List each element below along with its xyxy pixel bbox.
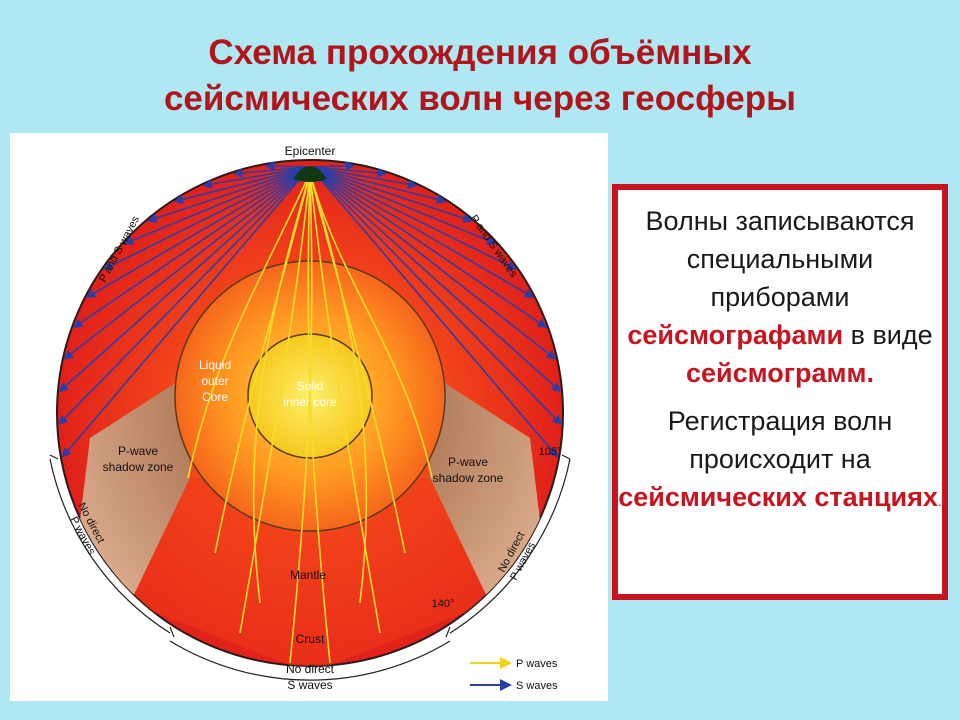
wave-ray-right-6	[309, 166, 518, 270]
legend-s-label: S waves	[516, 680, 558, 692]
shadow-zone-right	[430, 375, 550, 603]
direct-wave-rays	[58, 161, 562, 458]
wave-ray-right-3	[309, 166, 447, 204]
info-p1-highlight-seismographs: сейсмографами	[627, 320, 844, 350]
wave-ray-left-12	[61, 166, 311, 458]
angle-brackets	[49, 454, 571, 681]
wave-ray-right-0	[309, 161, 356, 171]
info-p1-highlight-seismograms: сейсмограмм.	[686, 358, 874, 388]
wave-ray-left-9	[63, 166, 311, 360]
wave-ray-right-12	[309, 166, 559, 458]
wave-ray-left-4	[147, 166, 311, 223]
shadow-zone-left	[70, 375, 190, 603]
deg-140-label: 140°	[432, 598, 455, 610]
wave-ray-right-5	[309, 166, 497, 245]
info-box: Волны записываются специальными приборам…	[612, 184, 948, 600]
wave-ray-left-3	[173, 166, 311, 204]
outer-core-label-2: outer	[201, 374, 228, 388]
wave-ray-left-0	[264, 161, 311, 171]
wave-ray-left-8	[72, 166, 311, 329]
wave-ray-left-5	[123, 166, 311, 245]
wave-ray-left-2	[202, 166, 311, 189]
wave-ray-left-6	[102, 166, 311, 270]
no-direct-s-label-1: No direct	[286, 662, 335, 676]
legend: P waves S waves	[470, 657, 558, 692]
shadow-right-label-1: P-wave	[448, 455, 488, 469]
earth-diagram-svg: Epicenter P and S waves P and S waves Li…	[49, 144, 571, 692]
slide-title: Схема прохождения объёмных сейсмических …	[0, 30, 960, 122]
wave-ray-left-7	[85, 166, 311, 298]
seismic-wave-diagram: Epicenter P and S waves P and S waves Li…	[10, 133, 608, 701]
shadow-left-label-1: P-wave	[118, 444, 158, 458]
wave-ray-right-2	[309, 166, 418, 189]
wave-ray-left-10	[58, 166, 311, 393]
wave-ray-right-9	[309, 166, 557, 360]
info-paragraph-2: Регистрация волн происходит на сейсмичес…	[618, 392, 942, 520]
no-direct-s-label-2: S waves	[287, 678, 332, 692]
crust-label: Crust	[296, 632, 325, 646]
info-paragraph-1: Волны записываются специальными приборам…	[618, 190, 942, 392]
wave-ray-right-10	[309, 166, 562, 393]
info-p2-highlight-stations: сейсмических станциях	[618, 482, 938, 512]
epicenter-marker	[293, 166, 327, 182]
title-line-1: Схема прохождения объёмных	[208, 33, 752, 72]
wave-ray-right-8	[309, 166, 548, 329]
mantle-label: Mantle	[290, 568, 326, 582]
core-p-wave-rays	[187, 172, 433, 664]
info-p1-mid: в виде	[843, 320, 933, 350]
wave-ray-left-11	[58, 166, 311, 426]
epicenter-label: Epicenter	[285, 144, 336, 158]
deg-105-label: 105°	[539, 446, 562, 458]
inner-core-label-1: Solid	[297, 379, 324, 393]
shadow-right-label-2: shadow zone	[433, 471, 504, 485]
info-p1-text: Волны записываются специальными приборам…	[645, 206, 915, 312]
shadow-left-label-2: shadow zone	[103, 460, 174, 474]
title-line-2: сейсмических волн через геосферы	[163, 79, 797, 118]
wave-ray-right-11	[309, 166, 562, 426]
outer-core-label-3: Core	[202, 390, 228, 404]
inner-core-label-2: inner core	[283, 395, 337, 409]
outer-core-label-1: Liquid	[199, 358, 231, 372]
info-p2-end: .	[937, 493, 942, 509]
wave-ray-right-7	[309, 166, 535, 298]
info-p2-text: Регистрация волн происходит на	[667, 406, 893, 474]
wave-ray-right-1	[309, 166, 388, 178]
wave-ray-right-4	[309, 166, 473, 223]
legend-p-label: P waves	[516, 658, 558, 670]
wave-ray-left-1	[232, 166, 311, 178]
